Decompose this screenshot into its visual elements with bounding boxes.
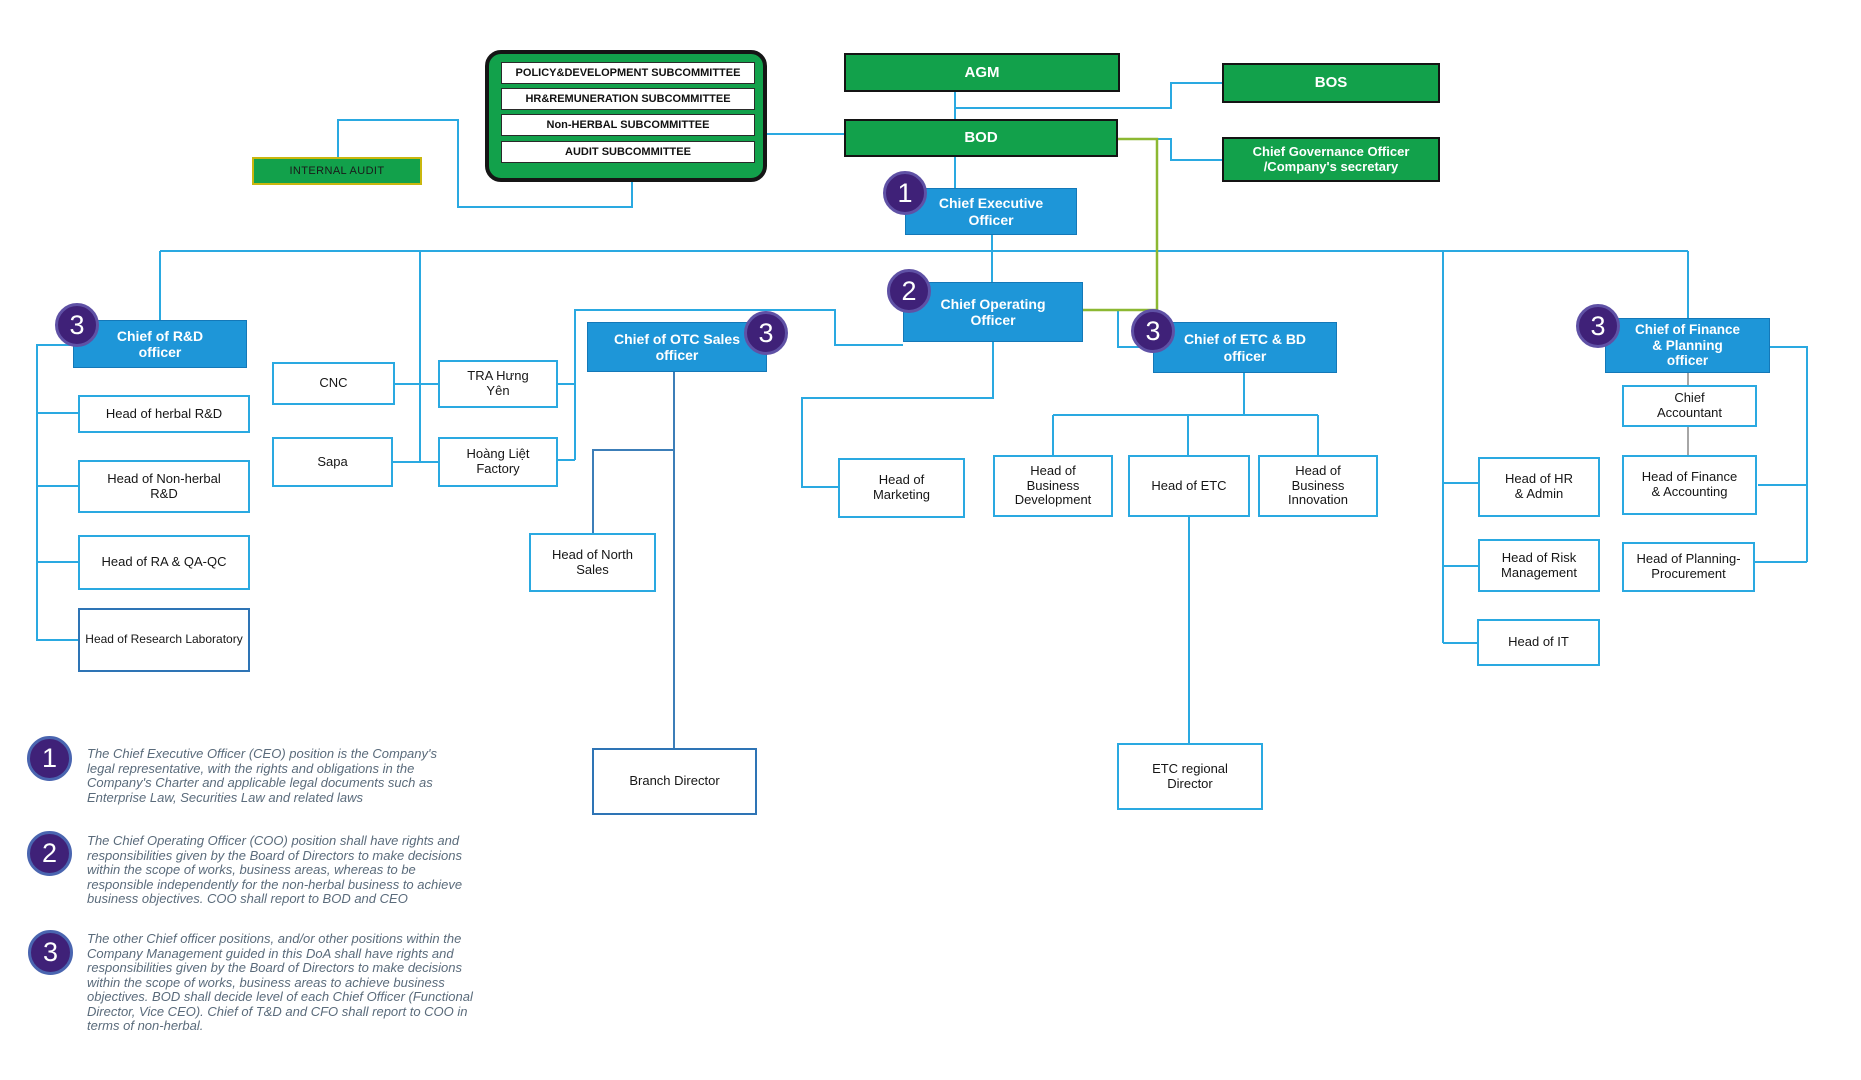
- node-head-research-laboratory: Head of Research Laboratory: [78, 608, 250, 672]
- node-head-business-development: Head of Business Development: [993, 455, 1113, 517]
- node-head-planning-procurement: Head of Planning-Procurement: [1622, 542, 1755, 592]
- badge-2-coo: 2: [887, 269, 931, 313]
- node-head-north-sales: Head of North Sales: [529, 533, 656, 592]
- subcommittee-audit: AUDIT SUBCOMMITTEE: [501, 141, 755, 163]
- subcommittee-policy-development: POLICY&DEVELOPMENT SUBCOMMITTEE: [501, 62, 755, 84]
- node-chief-accountant: Chief Accountant: [1622, 385, 1757, 427]
- node-head-business-innovation: Head of Business Innovation: [1258, 455, 1378, 517]
- node-head-marketing: Head of Marketing: [838, 458, 965, 518]
- connector-lines-steel: [592, 372, 675, 748]
- node-chief-etc-bd-officer: Chief of ETC & BD officer: [1153, 322, 1337, 373]
- note-3-text: The other Chief officer positions, and/o…: [87, 931, 473, 1033]
- note-3-number: 3: [28, 930, 73, 975]
- node-head-hr-admin: Head of HR & Admin: [1478, 457, 1600, 517]
- note-2-number: 2: [27, 831, 72, 876]
- node-hoang-liet-factory: Hoàng Liệt Factory: [438, 437, 558, 487]
- node-chief-rnd-officer: Chief of R&D officer: [73, 320, 247, 368]
- node-chief-finance-planning-officer: Chief of Finance & Planning officer: [1605, 318, 1770, 373]
- node-chief-governance-officer: Chief Governance Officer /Company's secr…: [1222, 137, 1440, 182]
- node-ceo: Chief Executive Officer: [905, 188, 1077, 235]
- node-etc-regional-director: ETC regional Director: [1117, 743, 1263, 810]
- node-head-etc: Head of ETC: [1128, 455, 1250, 517]
- subcommittee-non-herbal: Non-HERBAL SUBCOMMITTEE: [501, 114, 755, 136]
- node-branch-director: Branch Director: [592, 748, 757, 815]
- node-sapa: Sapa: [272, 437, 393, 487]
- badge-3-otc: 3: [744, 311, 788, 355]
- node-bod: BOD: [844, 119, 1118, 157]
- node-bos: BOS: [1222, 63, 1440, 103]
- node-head-herbal-rnd: Head of herbal R&D: [78, 395, 250, 433]
- badge-3-etcbd: 3: [1131, 309, 1175, 353]
- connector-lines-azure: [36, 82, 1808, 743]
- node-head-it: Head of IT: [1477, 619, 1600, 666]
- node-chief-otc-sales-officer: Chief of OTC Sales officer: [587, 322, 767, 372]
- note-1-number: 1: [27, 736, 72, 781]
- subcommittees-panel: POLICY&DEVELOPMENT SUBCOMMITTEE HR&REMUN…: [485, 50, 767, 182]
- badge-3-fp: 3: [1576, 304, 1620, 348]
- node-head-ra-qa-qc: Head of RA & QA-QC: [78, 535, 250, 590]
- note-2-text: The Chief Operating Officer (COO) positi…: [87, 833, 463, 906]
- node-agm: AGM: [844, 53, 1120, 92]
- node-internal-audit: INTERNAL AUDIT: [252, 157, 422, 185]
- node-coo: Chief Operating Officer: [903, 282, 1083, 342]
- node-head-finance-accounting: Head of Finance & Accounting: [1622, 455, 1757, 515]
- node-head-risk-management: Head of Risk Management: [1478, 539, 1600, 592]
- note-1-text: The Chief Executive Officer (CEO) positi…: [87, 746, 438, 805]
- badge-3-rnd: 3: [55, 303, 99, 347]
- connector-line-green: [1083, 137, 1159, 312]
- subcommittee-hr-remuneration: HR&REMUNERATION SUBCOMMITTEE: [501, 88, 755, 110]
- node-cnc: CNC: [272, 362, 395, 405]
- node-head-non-herbal-rnd: Head of Non-herbal R&D: [78, 460, 250, 513]
- badge-1-ceo: 1: [883, 171, 927, 215]
- node-tra-hung-yen: TRA Hưng Yên: [438, 360, 558, 408]
